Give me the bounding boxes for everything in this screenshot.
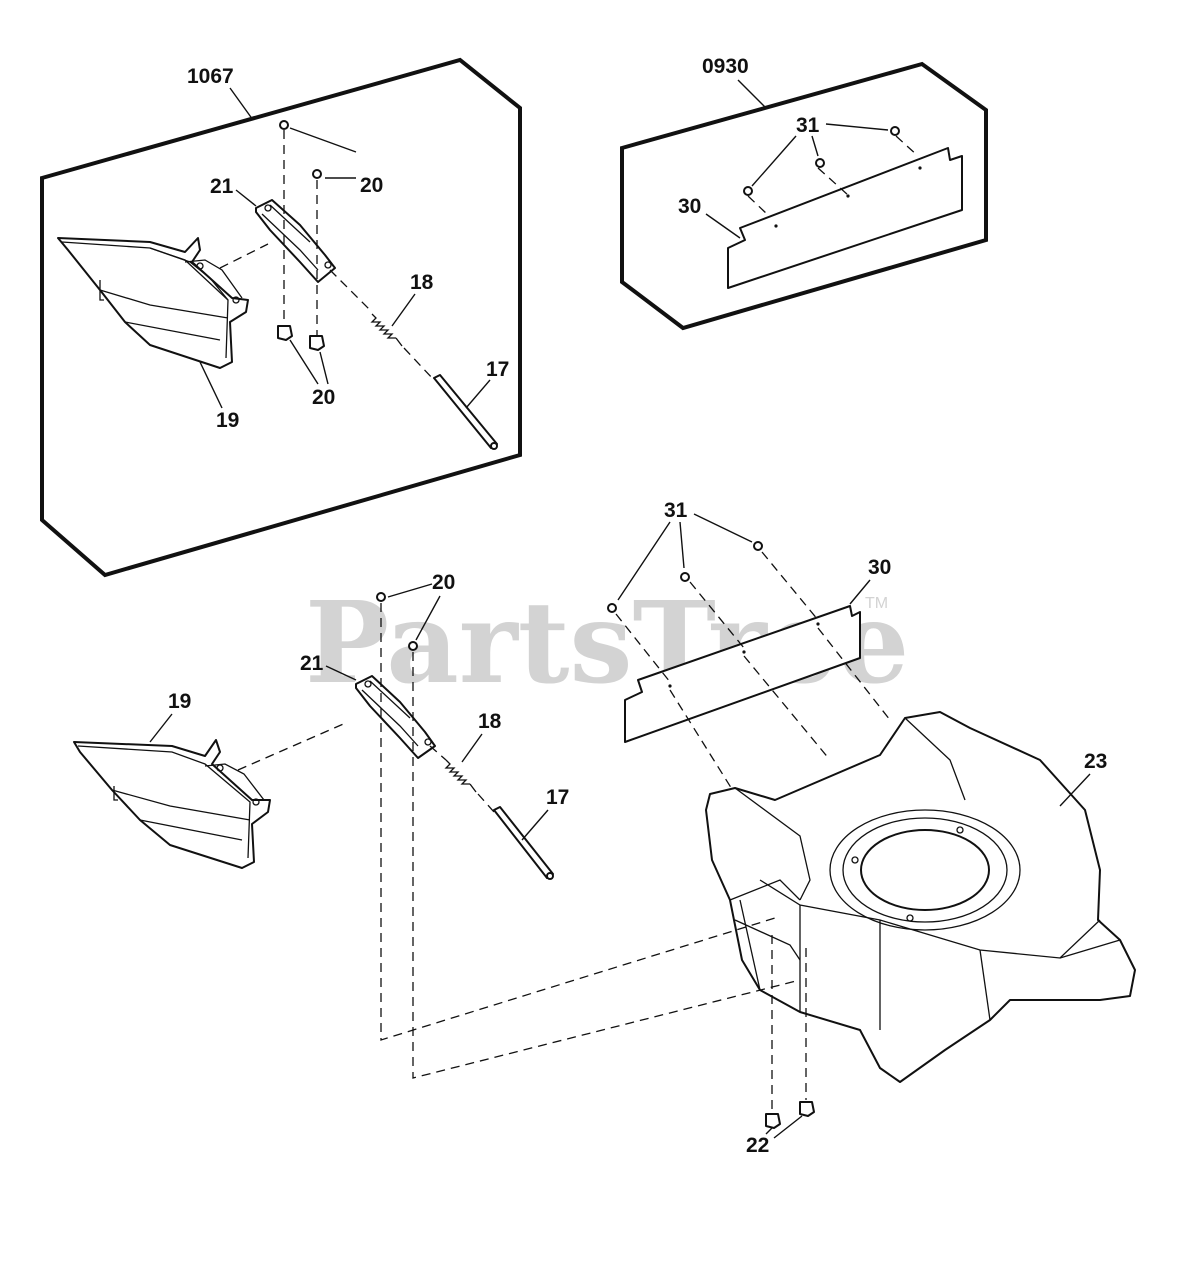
kit-0930-screw-31a [743,186,753,196]
kit-0930-number: 0930 [702,55,749,78]
main-callout-19: 19 [168,690,191,713]
main-callout-22: 22 [746,1134,769,1157]
kit-1067-callout-20-bottom: 20 [312,386,335,409]
kit-1067-screw-20a [279,120,289,130]
main-screw-31a [607,603,617,613]
kit-1067-nut-20b [309,335,325,351]
kit-1067-nut-20a [277,325,293,341]
kit-0930-screw-31b [815,158,825,168]
kit-1067-spring-18 [370,313,403,347]
kit-1067-callout-20-top: 20 [360,174,383,197]
main-callout-31: 31 [664,499,688,522]
kit-0930-callout-30: 30 [678,195,701,218]
main-screw-20b [408,641,418,651]
main-panel-30 [624,605,861,743]
kit-0930-panel-30 [727,147,963,289]
kit-1067-deflector-19 [57,237,249,369]
main-rod-17 [493,806,554,880]
main-callout-30: 30 [868,556,891,579]
main-deflector-19 [73,739,271,869]
kit-1067-bracket-21 [255,199,336,283]
kit-0930-callout-31: 31 [796,114,820,137]
main-screw-31c [753,541,763,551]
main-callout-21: 21 [300,652,324,675]
main-callout-23: 23 [1084,750,1107,773]
kit-1067-callout-18: 18 [410,271,434,294]
main-callout-20: 20 [432,571,455,594]
watermark-trademark: TM [865,595,888,612]
main-spring-18 [444,759,477,793]
main-screw-31b [680,572,690,582]
main-nut-22a [765,1113,781,1129]
kit-1067-callout-17: 17 [486,358,509,381]
kit-1067-callout-19: 19 [216,409,239,432]
main-deck-housing-23 [705,711,1136,1083]
kit-1067-screw-20b [312,169,322,179]
kit-1067-callout-21: 21 [210,175,234,198]
main-callout-17: 17 [546,786,569,809]
main-nut-22b [799,1101,815,1117]
kit-1067-rod-17 [433,374,498,450]
main-bracket-21 [355,675,436,759]
main-screw-20a [376,592,386,602]
kit-1067-box [40,57,522,578]
kit-1067-number: 1067 [187,65,234,88]
kit-0930-screw-31c [890,126,900,136]
main-callout-18: 18 [478,710,502,733]
